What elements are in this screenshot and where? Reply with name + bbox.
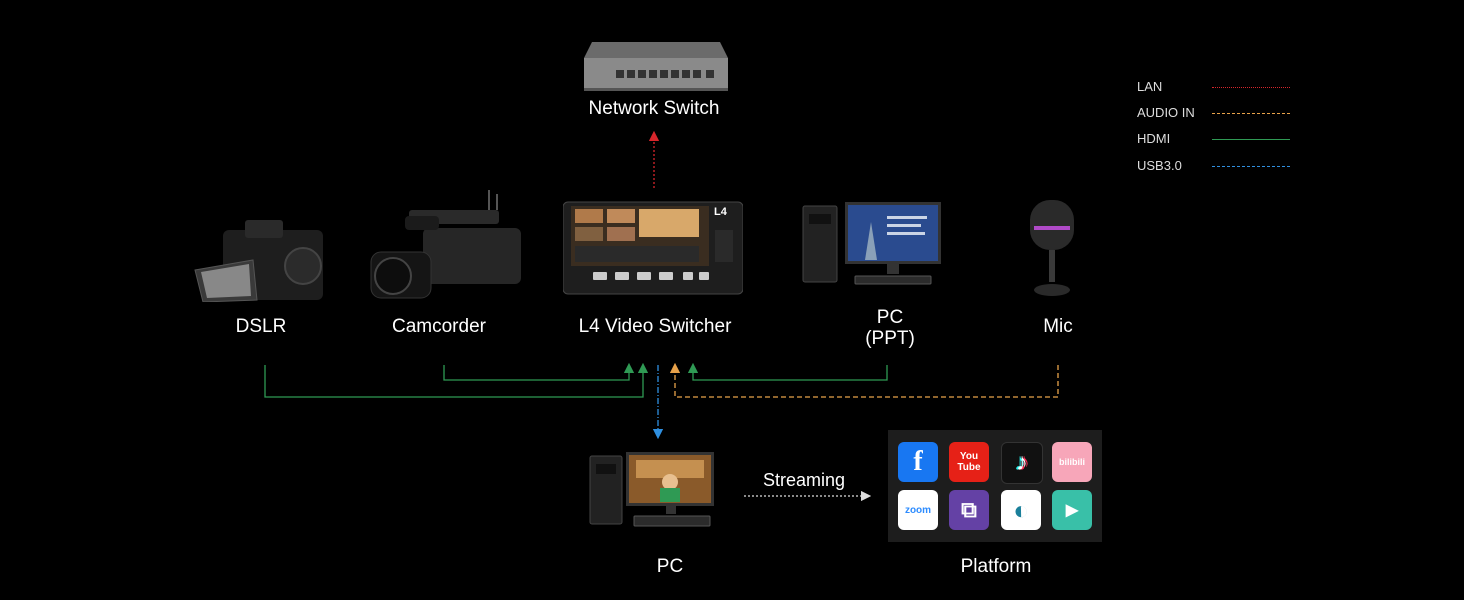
bilibili-icon: bilibili <box>1052 442 1092 482</box>
pc-device <box>588 450 716 530</box>
mic-device <box>1024 196 1080 298</box>
youtube-icon: You Tube <box>949 442 989 482</box>
legend-line-usb <box>1212 166 1290 167</box>
legend-label-lan: LAN <box>1137 79 1163 94</box>
audio-line-mic <box>669 362 1059 398</box>
pc-ppt-label-line2: (PPT) <box>865 328 915 349</box>
hdmi-line-pc-ppt <box>687 362 888 381</box>
legend-label-usb: USB3.0 <box>1137 158 1182 173</box>
video-switcher-label: L4 Video Switcher <box>578 316 732 337</box>
pc-label: PC <box>656 556 684 577</box>
streaming-label: Streaming <box>762 470 846 490</box>
tencent-meeting-icon: ▶ <box>1052 490 1092 530</box>
platform-panel: f You Tube ♪ bilibili zoom ⧉ ◐ ▶ <box>888 430 1102 542</box>
video-switcher-device: L4 <box>562 200 744 295</box>
legend-label-audio: AUDIO IN <box>1137 105 1195 120</box>
legend-line-audio <box>1212 113 1290 114</box>
hdmi-line-dslr <box>264 362 649 398</box>
camcorder-label: Camcorder <box>392 316 486 337</box>
platform-label: Platform <box>960 556 1032 577</box>
vmix-icon: ◐ <box>1001 490 1041 530</box>
twitch-icon: ⧉ <box>949 490 989 530</box>
pc-ppt-label-line1: PC <box>876 307 904 328</box>
camcorder-device <box>369 188 523 304</box>
pc-ppt-device <box>801 200 943 288</box>
mic-label: Mic <box>1043 316 1073 337</box>
switcher-badge: L4 <box>714 206 727 218</box>
hdmi-line-camcorder <box>443 362 635 381</box>
dslr-label: DSLR <box>235 316 287 337</box>
network-switch-device <box>582 40 730 92</box>
legend-line-hdmi <box>1212 139 1290 140</box>
network-switch-label: Network Switch <box>588 98 720 119</box>
dslr-device <box>193 216 325 303</box>
zoom-icon: zoom <box>898 490 938 530</box>
facebook-icon: f <box>898 442 938 482</box>
legend-line-lan <box>1212 87 1290 88</box>
tiktok-icon: ♪ <box>1001 442 1043 484</box>
legend-label-hdmi: HDMI <box>1137 131 1171 146</box>
